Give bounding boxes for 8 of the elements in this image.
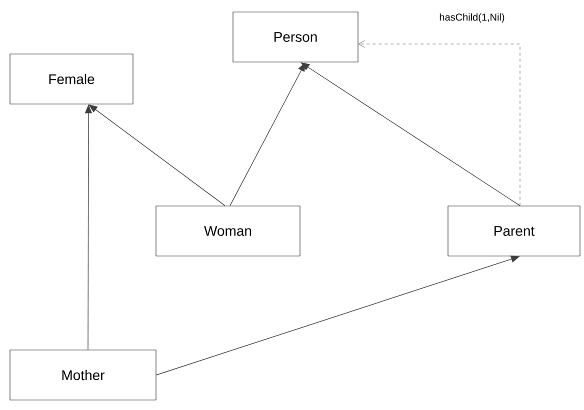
- edge-label: hasChild(1,Nil): [438, 12, 506, 24]
- class-box: Person: [232, 12, 358, 62]
- class-box: Parent: [448, 206, 580, 256]
- class-box: Woman: [156, 206, 300, 256]
- class-box: Female: [10, 54, 134, 104]
- arrow: [300, 62, 520, 206]
- class-box: Mother: [10, 350, 156, 400]
- arrow: [358, 40, 520, 206]
